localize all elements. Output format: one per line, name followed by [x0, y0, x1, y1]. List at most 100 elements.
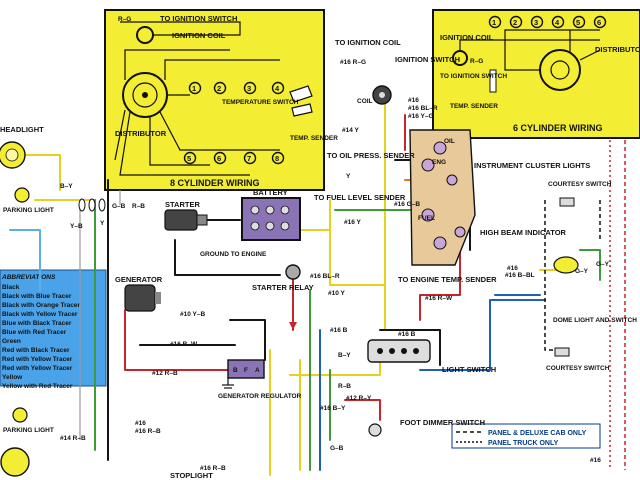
dome-light-icon — [553, 256, 579, 274]
wc-gy-lower: G–Y — [575, 268, 589, 275]
eight-distributor: DISTRIBUTOR — [115, 129, 167, 138]
label-light-switch: LIGHT SWITCH — [442, 365, 496, 374]
plug-3-6: 3 — [534, 18, 538, 27]
abbr-item-4: Blue with Black Tracer — [2, 320, 72, 327]
label-foot-dimmer-switch: FOOT DIMMER SWITCH — [400, 418, 485, 427]
label-dome-light-and-switch: DOME LIGHT AND SWITCH — [553, 317, 637, 324]
starter-relay-icon — [285, 264, 301, 280]
plug-5-8: 5 — [187, 154, 191, 163]
abbr-item-8: Red with Yellow Tracer — [2, 356, 73, 363]
plug-2-8: 2 — [217, 84, 221, 93]
wc-16-blr-relay: #16 BL–R — [310, 273, 340, 280]
wc-by-left: B–Y — [60, 183, 73, 190]
wc-16-b2: #16 B — [398, 331, 416, 338]
plug-wire-a — [124, 49, 230, 80]
abbr-item-5: Blue with Red Tracer — [2, 329, 67, 336]
wc-16-blr-top: #16 BL–R — [408, 105, 438, 112]
eng-gauge-icon — [421, 158, 435, 172]
battery-icon — [241, 197, 301, 241]
wc-16-bbl: #16 B–BL — [505, 272, 535, 279]
six-cylinder-panel: 1 2 3 4 5 6 IGNITION COIL R–G TO IGNITIO… — [432, 9, 640, 139]
eight-ign-coil: IGNITION COIL — [172, 31, 226, 40]
plug-7-8: 7 — [247, 154, 251, 163]
wc-12-rb: #12 R–B — [152, 370, 178, 377]
six-title: 6 CYLINDER WIRING — [513, 123, 603, 133]
label-parking-light-top: PARKING LIGHT — [3, 207, 54, 214]
light-switch-icon — [367, 339, 431, 363]
eight-temp-sender: TEMP. SENDER — [290, 135, 338, 142]
headlight-top-icon — [0, 141, 26, 169]
label-ignition-switch: IGNITION SWITCH — [395, 55, 460, 64]
label-to-fuel-level-sender: TO FUEL LEVEL SENDER — [314, 193, 406, 202]
abbreviations-title: ABBREVIATIONS — [1, 274, 56, 281]
plug-5-6: 5 — [576, 18, 580, 27]
label-to-ignition-coil: TO IGNITION COIL — [335, 38, 401, 47]
starter-icon — [164, 209, 208, 231]
generator-regulator-icon: B F A — [227, 359, 265, 379]
connector-cluster-left — [78, 198, 106, 212]
temp-sender-icon — [291, 103, 313, 117]
plug-row-6cyl: 1 2 3 4 5 6 — [488, 15, 607, 29]
six-ign-coil: IGNITION COIL — [440, 33, 494, 42]
oil-gauge-icon — [433, 141, 447, 155]
courtesy-switch-top-icon — [559, 197, 575, 207]
plug-row-bottom-8cyl: 5 6 7 8 — [183, 151, 285, 165]
label-starter-relay: STARTER RELAY — [252, 283, 314, 292]
plug-wire-f — [119, 111, 250, 176]
plug-wire-e — [149, 117, 210, 166]
six-to-ign: TO IGNITION SWITCH — [440, 73, 507, 80]
wc-16-gb: #16 G–B — [394, 201, 420, 208]
label-coil: COIL — [357, 98, 373, 105]
wc-16-yg: #16 Y–G — [408, 113, 434, 120]
abbr-item-9: Red with Yellow Tracer — [2, 365, 73, 372]
wc-16-y: #16 Y — [344, 219, 362, 226]
abbr-item-0: Black — [2, 284, 20, 291]
ground-icon — [222, 378, 234, 389]
wc-16-rb: #16 R–B — [135, 428, 161, 435]
wc-16-r: #16 — [590, 457, 601, 464]
temp-sender-6cyl-icon — [489, 69, 497, 93]
distributor-8cyl-rotor — [132, 82, 158, 108]
plug-4-8: 4 — [275, 84, 280, 93]
wc-rb-mid: R–B — [338, 383, 351, 390]
instrument-cluster — [409, 129, 476, 266]
abbr-item-11: Yellow with Red Tracer — [2, 383, 73, 390]
distributor-8cyl-center — [142, 92, 148, 98]
plug-8-8: 8 — [275, 154, 279, 163]
wc-gb-mid: G–B — [330, 445, 344, 452]
wc-rb-left: R–B — [132, 203, 145, 210]
ignition-switch-icon — [372, 85, 392, 105]
courtesy-switch-bottom-icon — [554, 347, 570, 357]
label-battery: BATTERY — [253, 188, 288, 197]
label-instrument-cluster-lights: INSTRUMENT CLUSTER LIGHTS — [474, 161, 590, 170]
generator-icon — [124, 284, 161, 312]
label-ground-to-engine: GROUND TO ENGINE — [200, 251, 267, 258]
eight-rg-label: R–G — [118, 16, 131, 23]
abbr-item-10: Yellow — [2, 374, 23, 381]
plug-4-6: 4 — [555, 18, 560, 27]
label-fuel: FUEL — [418, 215, 435, 222]
wc-10-y: #10 Y — [328, 290, 346, 297]
label-oil: OIL — [444, 138, 455, 145]
wc-y: Y — [346, 173, 351, 180]
wc-12-ry: #12 R–Y — [346, 395, 372, 402]
label-courtesy-switch-top: COURTESY SWITCH — [548, 181, 612, 188]
eight-to-ign-switch: TO IGNITION SWITCH — [160, 14, 237, 23]
wc-16-by: #16 B–Y — [320, 405, 346, 412]
wc-yb-left: Y–B — [70, 223, 83, 230]
wc-16-right: #16 — [507, 265, 518, 272]
arrow-down-icon — [289, 322, 297, 330]
abbreviations-box: ABBREVIATIONS Black Black with Blue Trac… — [0, 269, 107, 390]
label-courtesy-switch-bottom: COURTESY SWITCH — [546, 365, 610, 372]
plug-1-6: 1 — [492, 18, 496, 27]
label-starter: STARTER — [165, 200, 200, 209]
eight-cylinder-panel: 1 2 3 4 5 6 7 8 R–G TO IGNITION SWITCH I… — [104, 9, 338, 191]
wc-14-y: #14 Y — [342, 127, 360, 134]
label-to-engine-temp-sender: TO ENGINE TEMP. SENDER — [398, 275, 497, 284]
plug-2-6: 2 — [513, 18, 517, 27]
label-parking-light-bottom: PARKING LIGHT — [3, 427, 54, 434]
six-distributor: DISTRIBUTOR — [595, 45, 640, 54]
six-rg: R–G — [470, 58, 483, 65]
abbr-item-2: Black with Orange Tracer — [2, 302, 81, 309]
